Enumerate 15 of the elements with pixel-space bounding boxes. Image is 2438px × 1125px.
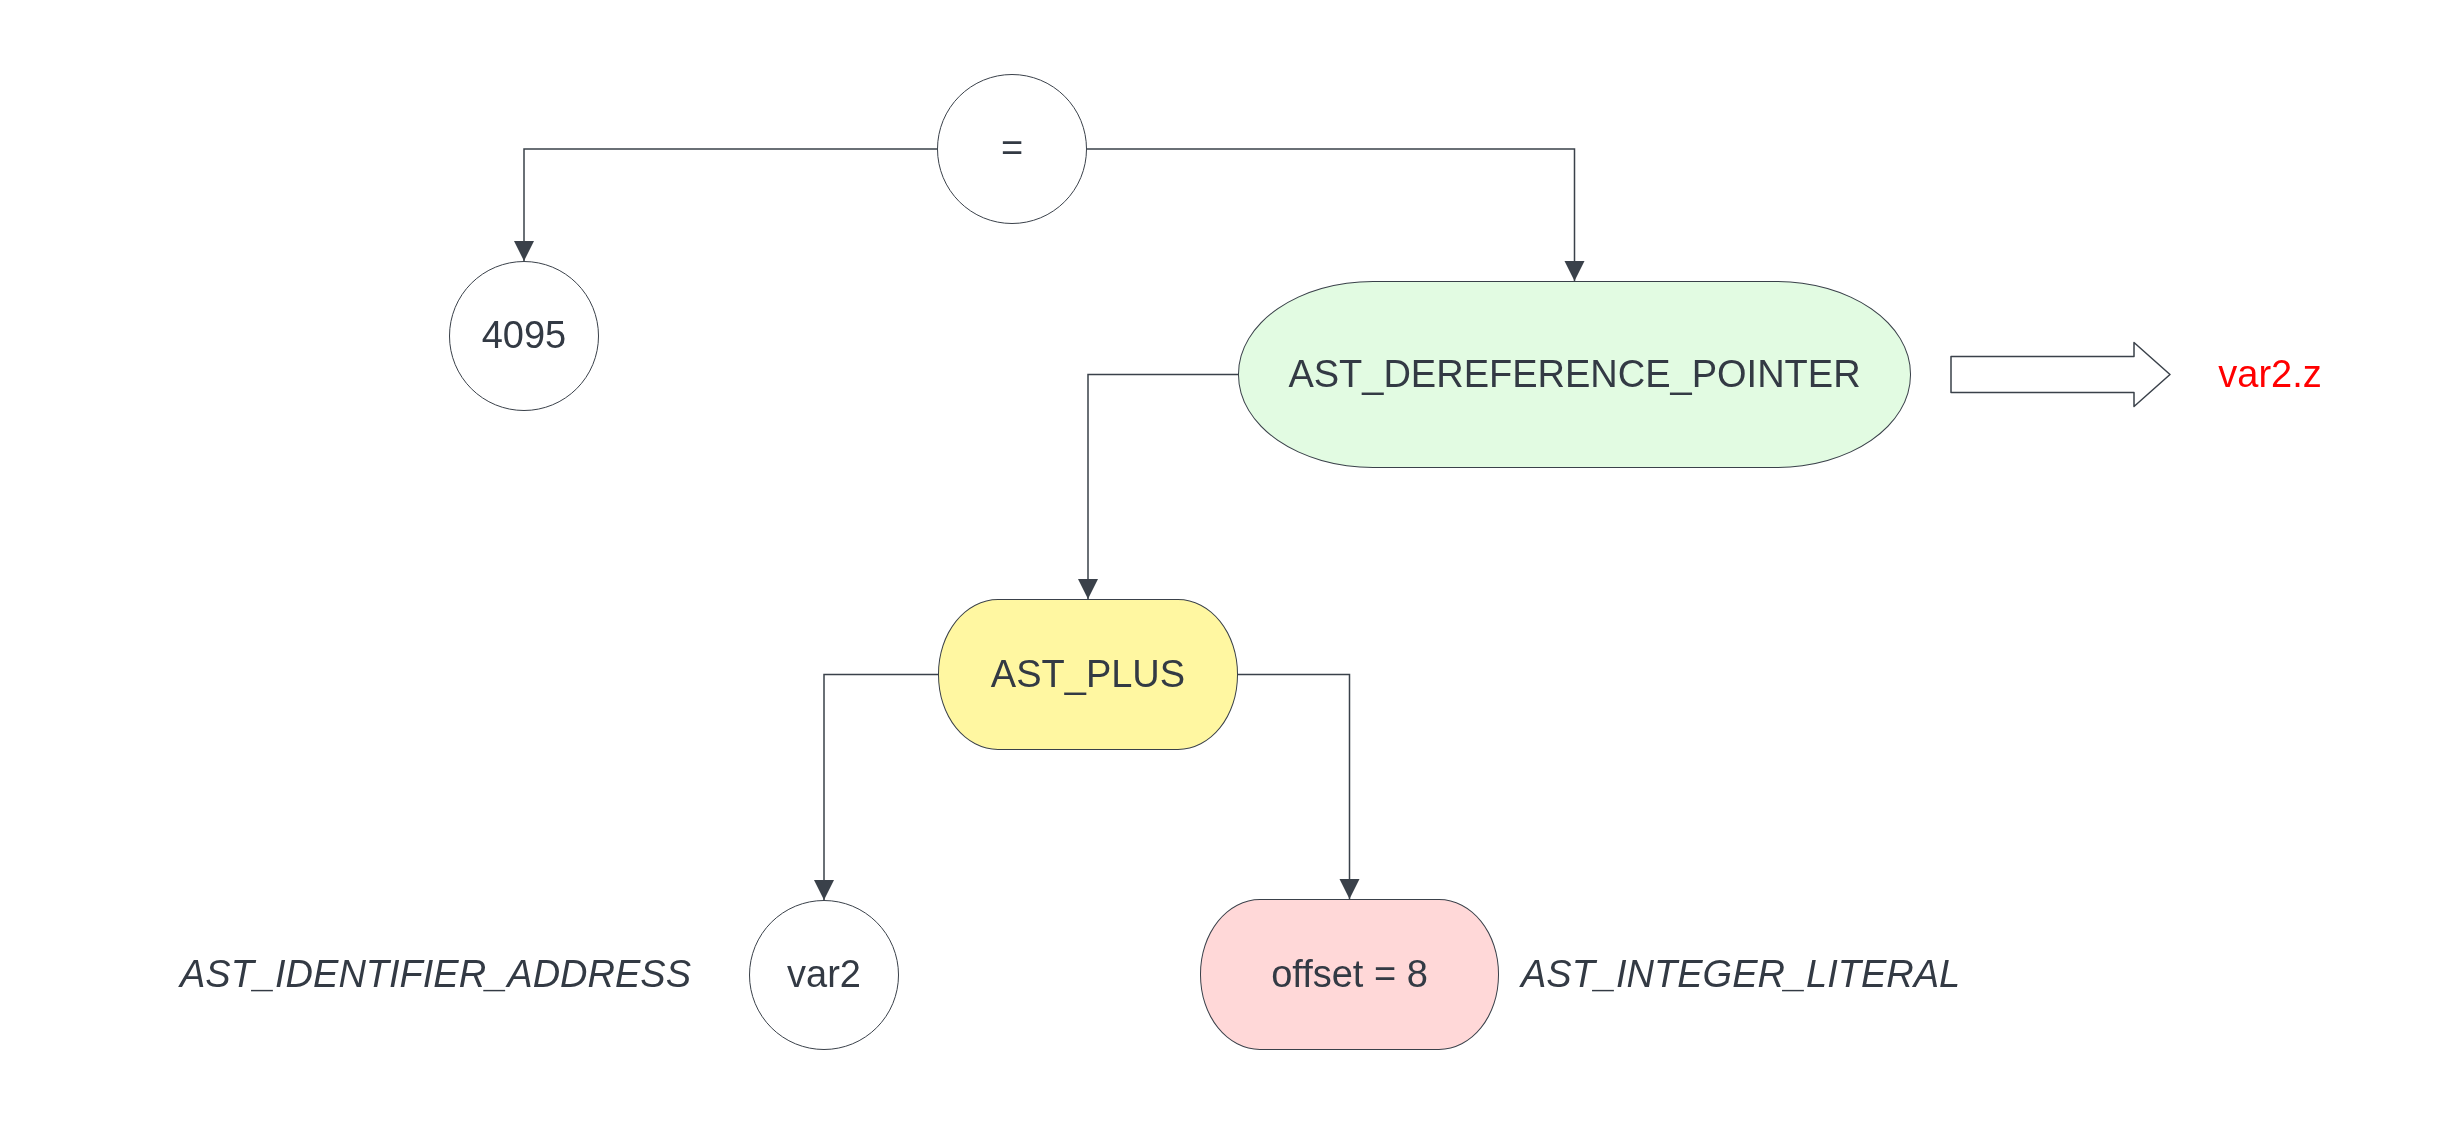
node-label: = xyxy=(1000,128,1024,170)
node-label: offset = 8 xyxy=(1271,953,1428,996)
node-label: var2 xyxy=(787,954,861,996)
node-label: var2.z xyxy=(2218,354,2322,396)
arrow xyxy=(1078,373,1239,600)
block-arrow xyxy=(1950,341,2171,408)
node-label: AST_PLUS xyxy=(990,653,1186,696)
node-label: AST_DEREFERENCE_POINTER xyxy=(1288,353,1861,396)
node-type-label: AST_INTEGER_LITERAL xyxy=(1521,953,1961,996)
arrow xyxy=(814,673,939,901)
arrow xyxy=(514,148,938,262)
node-label: 4095 xyxy=(481,315,567,357)
node-type-label: AST_IDENTIFIER_ADDRESS xyxy=(180,954,691,996)
arrow xyxy=(1237,673,1360,900)
arrow xyxy=(1086,148,1585,282)
